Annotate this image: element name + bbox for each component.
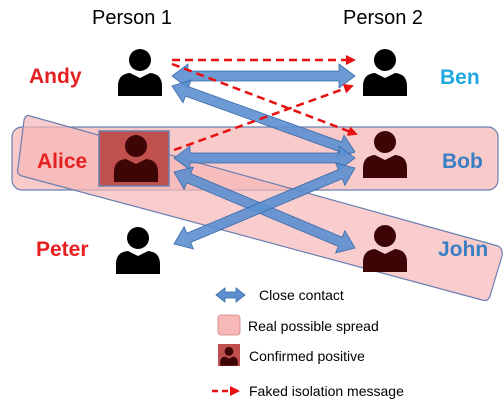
legend-close-contact-icon	[215, 287, 246, 303]
contact-arrow-andy-ben	[171, 63, 356, 89]
close-contact-arrows	[171, 63, 356, 254]
contact-arrow-peter-bob	[173, 162, 356, 250]
legend-faked-label: Faked isolation message	[249, 383, 404, 399]
label-john: John	[438, 238, 489, 261]
label-peter: Peter	[36, 238, 89, 261]
legend-confirmed-label: Confirmed positive	[249, 348, 365, 364]
faked-arrow-andy-bob	[171, 62, 358, 136]
label-alice: Alice	[37, 150, 88, 173]
legend-real-spread-label: Real possible spread	[248, 318, 379, 334]
label-ben: Ben	[440, 66, 480, 89]
person-icon-peter	[116, 227, 160, 274]
person-icon-ben	[363, 49, 407, 96]
legend-real-spread-swatch	[217, 314, 241, 336]
header-person-2: Person 2	[343, 7, 424, 29]
label-bob: Bob	[442, 150, 483, 173]
legend-confirmed-swatch	[218, 344, 240, 366]
legend-close-contact-label: Close contact	[259, 287, 344, 303]
person-icon-andy	[118, 49, 162, 96]
faked-isolation-arrows	[171, 55, 358, 152]
label-andy: Andy	[29, 65, 82, 88]
faked-arrow-alice-ben	[173, 84, 354, 152]
contact-arrow-alice-bob	[173, 145, 356, 171]
header-person-1: Person 1	[92, 7, 173, 29]
